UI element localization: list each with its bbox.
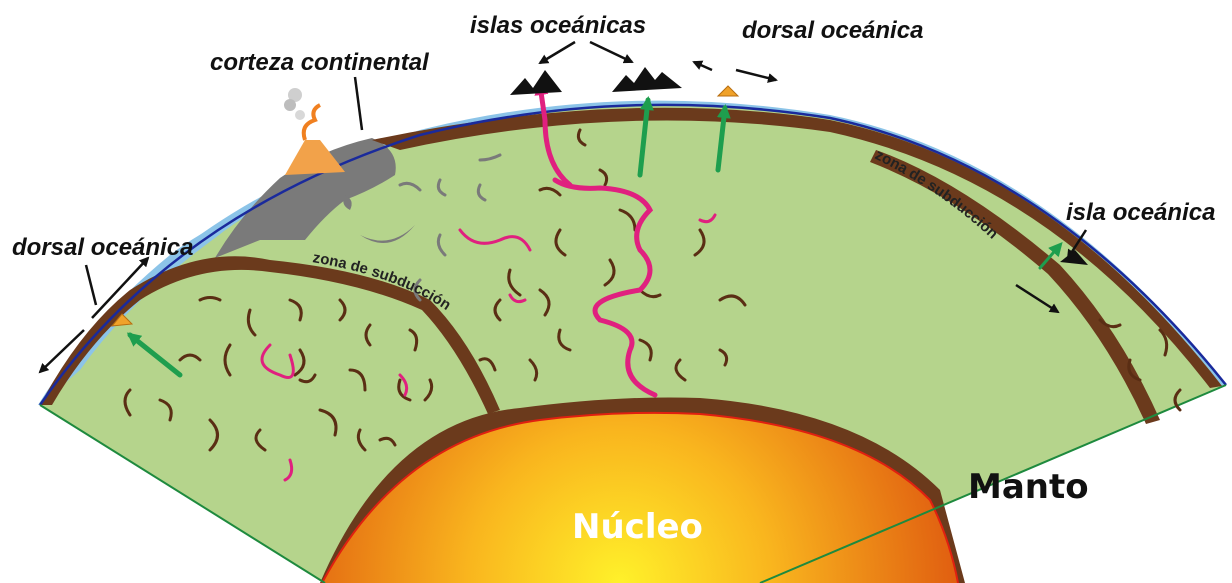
label-corteza-continental: corteza continental bbox=[210, 49, 430, 76]
ridge-top-icon bbox=[718, 86, 738, 96]
volcano-icon bbox=[284, 88, 345, 175]
label-isla-oceanica: isla oceánica bbox=[1066, 199, 1215, 226]
label-manto: Manto bbox=[968, 467, 1089, 507]
label-islas-oceanicas: islas oceánicas bbox=[470, 12, 646, 39]
label-nucleo: Núcleo bbox=[572, 507, 703, 547]
label-dorsal-oceanica-top: dorsal oceánica bbox=[742, 17, 923, 44]
label-dorsal-oceanica-left: dorsal oceánica bbox=[12, 234, 193, 261]
